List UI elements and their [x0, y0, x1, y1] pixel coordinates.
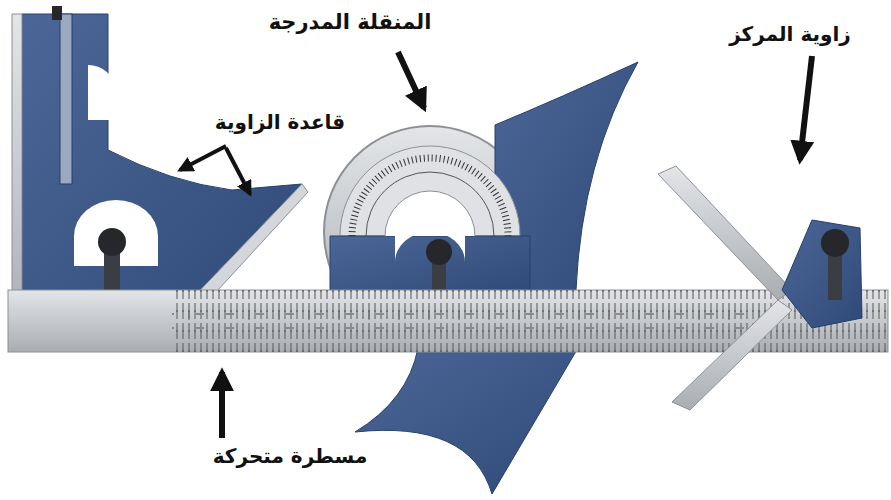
protractor-body	[330, 236, 530, 292]
part-label: المنقلة المدرجة	[269, 10, 432, 35]
part-label: قاعدة الزاوية	[215, 110, 345, 134]
leader-arrow	[398, 52, 424, 108]
center-head-body	[782, 220, 862, 328]
square-head-scriber	[52, 6, 62, 20]
protractor-knob	[426, 239, 452, 265]
part-label: مسطرة متحركة	[213, 444, 368, 468]
protractor-scale-line	[366, 172, 494, 236]
leader-arrow	[800, 56, 812, 160]
part-label: زاوية المركز	[729, 22, 851, 46]
protractor-lower-arm	[355, 348, 578, 494]
center-head-upper-arm	[658, 166, 792, 300]
square-head-window	[88, 65, 116, 120]
square-head-body	[22, 14, 302, 330]
protractor-graduations	[352, 158, 508, 236]
protractor-center-opening	[385, 191, 475, 236]
protractor-dial	[340, 146, 520, 236]
leader-arrow	[180, 146, 226, 170]
leader-arrow	[226, 148, 250, 194]
square-head-stem	[104, 250, 120, 292]
ruler-markings	[172, 300, 772, 340]
square-head-knob	[98, 228, 126, 256]
leader-arrow	[219, 372, 225, 438]
center-head-knob	[821, 229, 849, 257]
square-head-level-slot	[60, 14, 72, 184]
center-head-lower-arm	[672, 300, 792, 410]
